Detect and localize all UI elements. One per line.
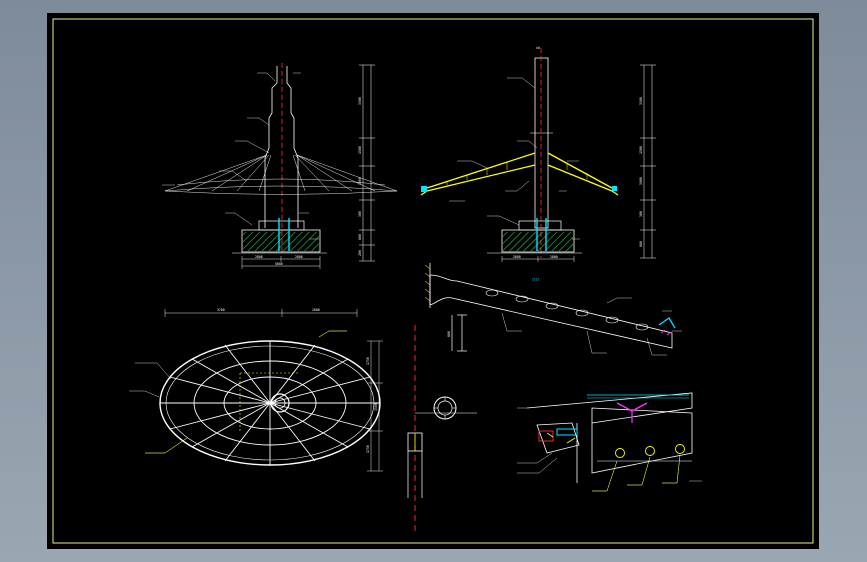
left-dim-1: 3500: [358, 97, 362, 105]
right-base-dim-1: 2800: [513, 255, 521, 259]
plan-side-dim-2: 3500: [374, 403, 378, 411]
drawing-sheet: 3500 1500 1900 300 600 200 2800 2800 560…: [47, 13, 819, 549]
column-section: [407, 325, 477, 533]
beam-outline: [429, 274, 673, 349]
plan-radial-ribs: [160, 341, 380, 465]
left-mast-outline: [264, 66, 278, 228]
i-section: [451, 314, 467, 352]
left-base-dim-3: 5600: [275, 262, 283, 266]
plan-side-dim-3: 1750: [366, 445, 370, 453]
sheet-border: [52, 18, 814, 544]
beam-depth-dim: 800: [447, 331, 451, 337]
left-dim-6: 200: [358, 250, 362, 256]
left-footing-hatch: [243, 232, 319, 251]
left-elevation: 3500 1500 1900 300 600 200 2800 2800 560…: [162, 63, 398, 269]
left-dim-3: 1900: [358, 177, 362, 185]
right-dim-5: 600: [639, 241, 643, 247]
plan-top-dim-1: 3700: [217, 308, 225, 312]
left-base-dim-2: 2800: [295, 255, 303, 259]
left-mast-outline-r: [286, 66, 299, 228]
plan-side-dim-1: 1750: [366, 357, 370, 365]
plan-center-hub: [270, 393, 290, 413]
left-dim-5: 600: [358, 234, 362, 240]
right-dim-2: 1500: [639, 146, 643, 154]
right-dim-chain: [640, 64, 656, 259]
right-dim-4: 300: [639, 211, 643, 217]
plan-view: 3700 2000 1750 3500 1750: [129, 308, 383, 472]
right-dim-1: 3500: [639, 97, 643, 105]
left-base-dim-1: 2800: [255, 255, 263, 259]
right-dim-3: 1900: [639, 177, 643, 185]
beam-detail: TTTT 800: [424, 263, 682, 356]
right-mast: [534, 57, 549, 229]
right-roof-arms: [420, 152, 619, 196]
left-cables: [164, 154, 398, 195]
right-top-mark: ±0: [536, 46, 540, 50]
connection-detail: [517, 392, 702, 492]
left-dim-chain: [359, 64, 375, 262]
svg-text:TTTT: TTTT: [532, 278, 540, 282]
right-elevation: ±0 3500 1500 1900 300 600 2800 2800: [420, 46, 656, 262]
left-dim-4: 300: [358, 211, 362, 217]
plan-top-dim-2: 2000: [312, 308, 320, 312]
right-base-dim-2: 2800: [550, 255, 558, 259]
left-dim-2: 1500: [358, 146, 362, 154]
cad-drawing: 3500 1500 1900 300 600 200 2800 2800 560…: [52, 18, 814, 544]
